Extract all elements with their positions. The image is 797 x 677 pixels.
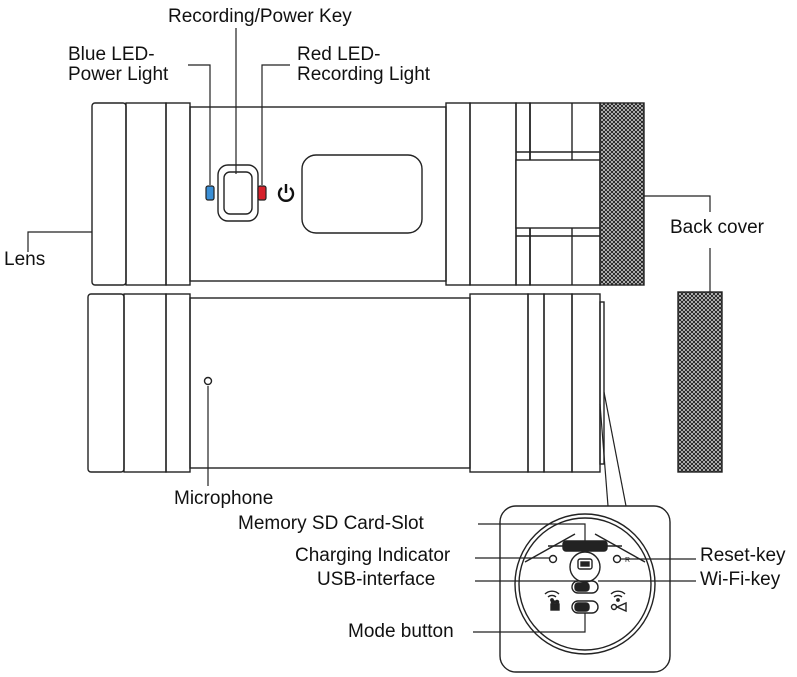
video-camera-icon xyxy=(550,599,560,611)
back-cap-knurled xyxy=(599,102,645,286)
charging-indicator-led xyxy=(548,554,558,564)
wifi-switch[interactable] xyxy=(571,580,599,594)
back-cover-label: Back cover xyxy=(670,217,764,238)
back-cover xyxy=(677,291,723,473)
rear-panel-detail xyxy=(499,505,671,673)
reset-key-label: Reset-key xyxy=(700,545,786,566)
camera-side-view xyxy=(87,293,605,473)
microphone-hole xyxy=(203,376,213,386)
wifi-icon-left xyxy=(544,590,560,602)
snapshot-icon xyxy=(610,601,627,613)
reset-key-hole[interactable] xyxy=(612,554,622,564)
charging-indicator-label: Charging Indicator xyxy=(295,545,451,566)
microphone-label: Microphone xyxy=(174,488,274,509)
blue-led-label-line1: Blue LED- xyxy=(68,44,155,65)
red-led-label-line2: Recording Light xyxy=(297,64,431,85)
memory-sd-slot-label: Memory SD Card-Slot xyxy=(238,513,424,534)
red-led-label: Red LED- Recording Light xyxy=(297,45,430,85)
camera-top-view xyxy=(91,102,601,286)
wifi-key-label: Wi-Fi-key xyxy=(700,569,781,590)
blue-led-label-line2: Power Light xyxy=(68,64,169,85)
sd-card-slot[interactable] xyxy=(562,540,608,552)
wifi-icon-right xyxy=(610,590,626,602)
red-led-label-line1: Red LED- xyxy=(297,44,381,65)
blue-led-indicator xyxy=(205,185,215,201)
blue-led-label: Blue LED- Power Light xyxy=(68,45,188,85)
usb-port[interactable] xyxy=(577,558,593,570)
mode-button-label: Mode button xyxy=(348,621,454,642)
usb-interface-label: USB-interface xyxy=(317,569,436,590)
lens-label: Lens xyxy=(4,249,46,270)
reset-mark: R xyxy=(625,557,630,564)
leader-lines xyxy=(27,28,711,633)
power-icon xyxy=(277,184,295,202)
red-led-indicator xyxy=(257,185,267,201)
recording-power-key-label: Recording/Power Key xyxy=(168,6,352,27)
